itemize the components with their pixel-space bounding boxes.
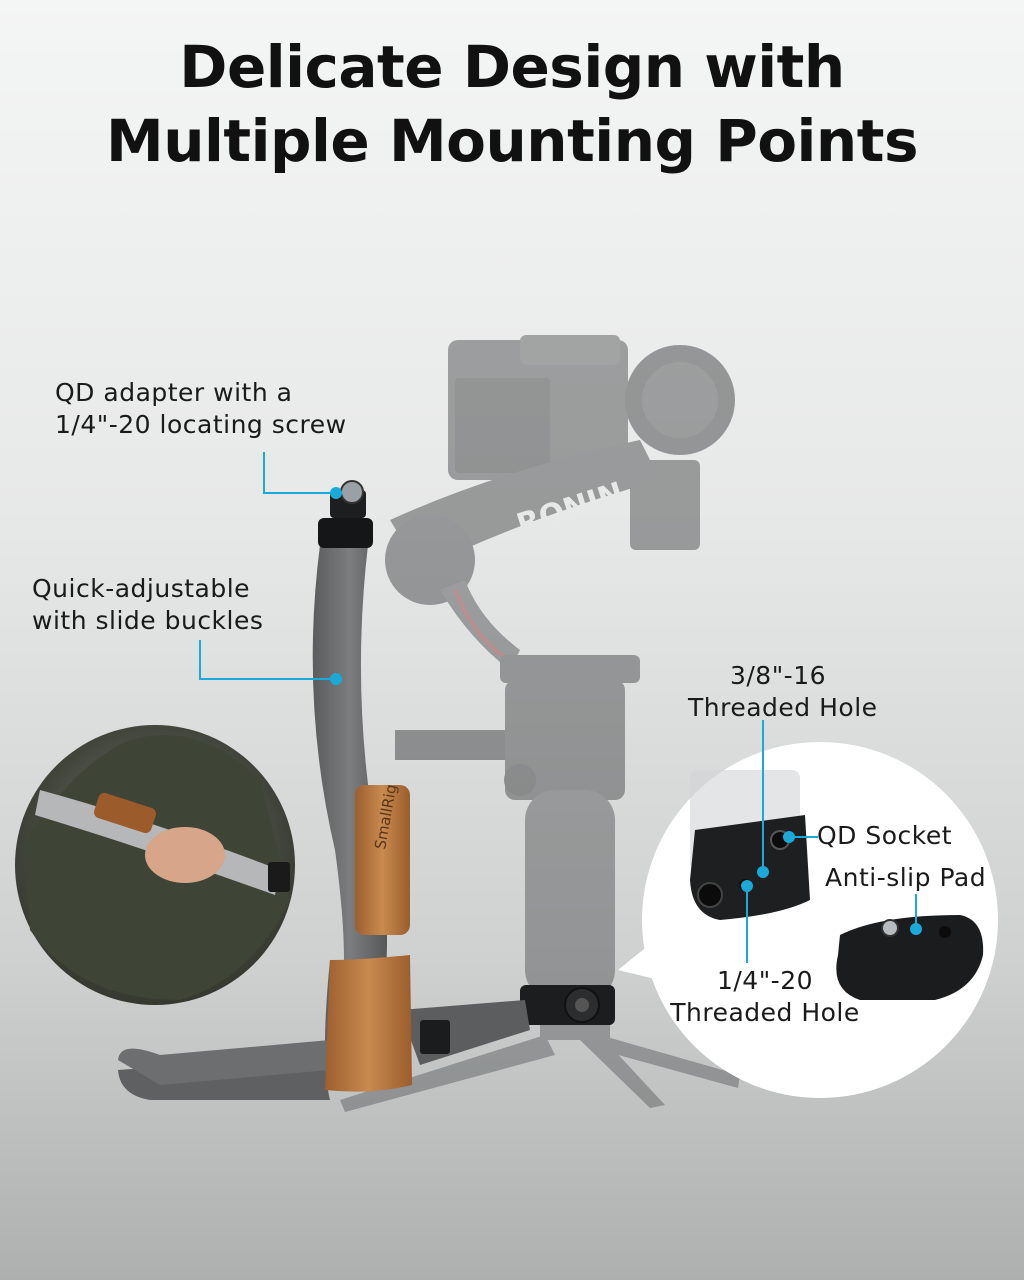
qd-adapter-label-line1: QD adapter with a [55, 378, 293, 407]
threaded-38-leader [762, 720, 764, 870]
threaded-38-label-line2: Threaded Hole [688, 693, 878, 722]
strap-upper [312, 545, 388, 1010]
gimbal-motor [505, 680, 625, 800]
threaded-14-label-line1: 1/4"-20 [716, 966, 814, 995]
qd-adapter-label-line2: 1/4"-20 locating screw [55, 410, 347, 439]
quick-adjust-leader-h [199, 678, 334, 680]
anti-slip-dot [910, 923, 922, 935]
quick-adjust-dot [330, 673, 342, 685]
strap-buckle [318, 518, 373, 548]
tripod-leg [340, 1035, 555, 1112]
grip-clamp [520, 985, 615, 1025]
camera-lens [625, 345, 735, 455]
qd-socket-leader [790, 836, 818, 838]
title-line-1: Delicate Design with [179, 33, 845, 101]
camera-body [448, 340, 628, 480]
threaded-14-dot [741, 880, 753, 892]
gimbal-illustration: RONIN [340, 335, 740, 1112]
qd-adapter-dot [330, 487, 342, 499]
gimbal-arm [390, 440, 660, 570]
title-line-2: Multiple Mounting Points [106, 107, 918, 175]
quick-adjust-label-line2: with slide buckles [32, 606, 264, 635]
camera-screen [455, 378, 550, 473]
threaded-14-label: 1/4"-20 Threaded Hole [670, 965, 860, 1029]
hand [145, 827, 225, 883]
lifestyle-photo-circle [15, 725, 295, 1005]
leather-patch-1 [355, 785, 410, 935]
leather-patch-2 [325, 955, 412, 1092]
page-title: Delicate Design with Multiple Mounting P… [0, 30, 1024, 178]
quick-adjust-label-line1: Quick-adjustable [32, 574, 251, 603]
threaded-38-label-line1: 3/8"-16 [729, 661, 827, 690]
quick-adjust-leader-v [199, 640, 201, 680]
qd-adapter-label: QD adapter with a 1/4"-20 locating screw [55, 377, 347, 441]
detail-circle [618, 742, 998, 1098]
qd-adapter-leader-h [263, 492, 335, 494]
threaded-38-dot [757, 866, 769, 878]
threaded-14-label-line2: Threaded Hole [670, 998, 860, 1027]
gimbal-grip [525, 790, 615, 1000]
shoulder-strap: SmallRig [118, 480, 530, 1100]
qd-adapter-leader-v [263, 452, 265, 494]
anti-slip-leader [915, 894, 917, 928]
qd-socket-label: QD Socket [817, 821, 953, 850]
anti-slip-label: Anti-slip Pad [825, 863, 987, 892]
threaded-14-leader [746, 888, 748, 963]
threaded-38-label: 3/8"-16 Threaded Hole [688, 660, 878, 724]
qd-adapter-screw [340, 480, 364, 504]
qd-socket-dot [783, 831, 795, 843]
quick-adjust-label: Quick-adjustable with slide buckles [32, 573, 263, 637]
